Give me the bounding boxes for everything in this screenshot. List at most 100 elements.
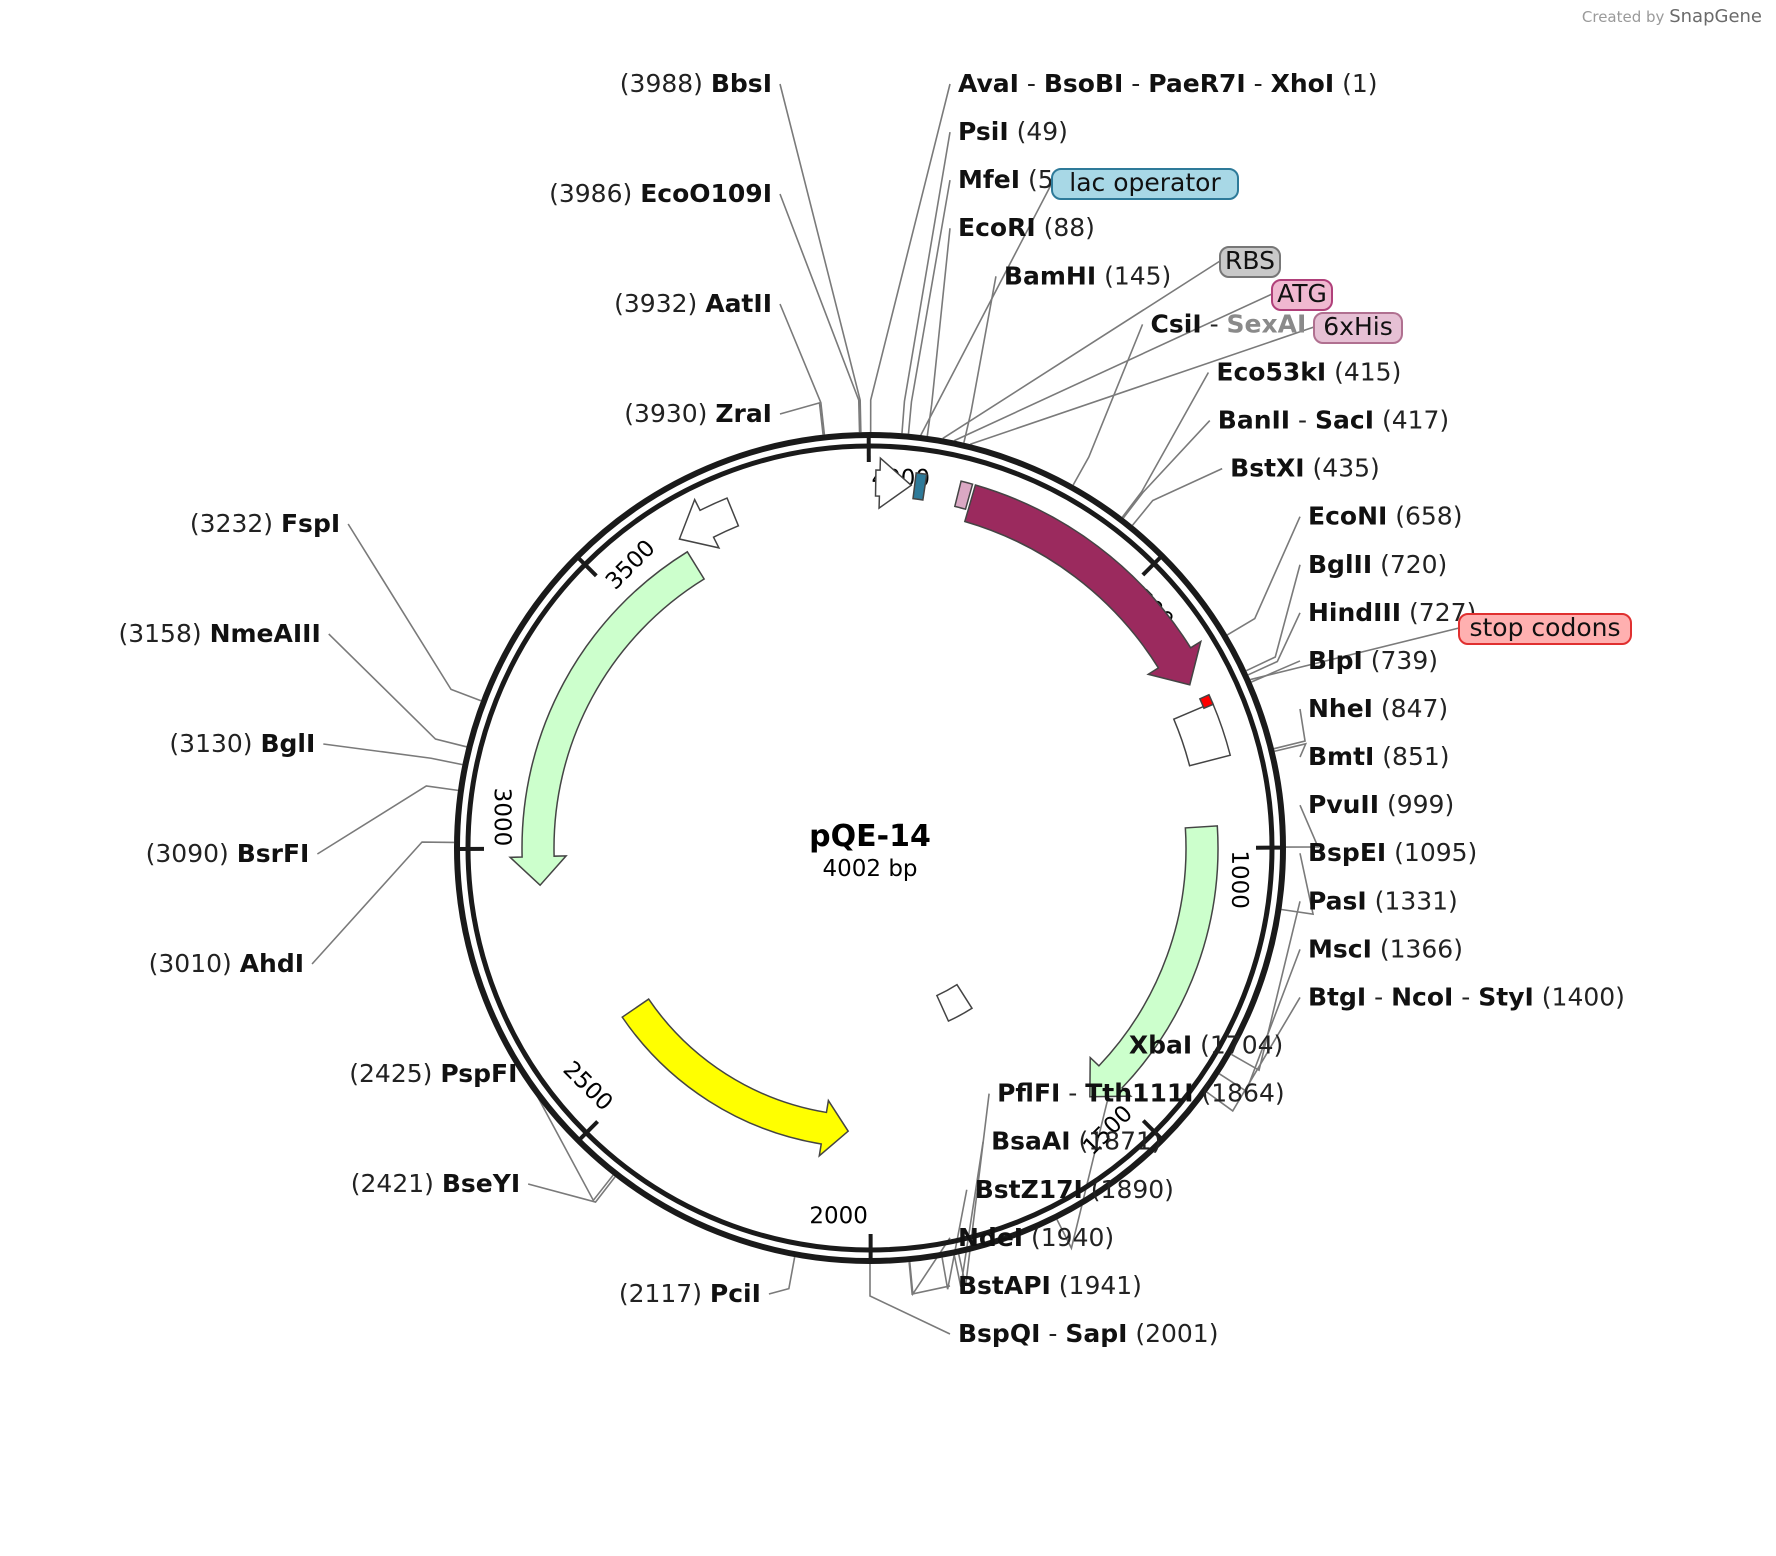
site-bstxi[interactable]: BstXI (435) (1230, 454, 1380, 483)
site-leader-eco53ki (1121, 372, 1210, 518)
site-banii-saci[interactable]: BanII - SacI (417) (1218, 406, 1449, 435)
feature-ampr-promoter[interactable] (678, 497, 740, 549)
enzyme-name: EcoRI (958, 213, 1036, 242)
site-position: (3986) (549, 179, 640, 208)
site-msci[interactable]: MscI (1366) (1308, 934, 1463, 963)
feature-6xhis[interactable] (953, 480, 974, 511)
site-leader-econi (1226, 516, 1301, 636)
site-bglii[interactable]: BglII (720) (1308, 550, 1447, 579)
site-ecoo109i[interactable]: (3986) EcoO109I (549, 179, 772, 208)
site-bmti[interactable]: BmtI (851) (1308, 742, 1450, 771)
site-position: (1864) (1194, 1079, 1285, 1108)
site-bsaai[interactable]: BsaAI (1871) (991, 1127, 1162, 1156)
badge-6xhis[interactable]: 6xHis (1313, 312, 1403, 344)
enzyme-name: BspQI (958, 1319, 1040, 1348)
feature-lac-operator[interactable] (912, 471, 928, 501)
enzyme-name: NheI (1308, 694, 1373, 723)
enzyme-name: BsoBI (1044, 69, 1123, 98)
scale-tick (576, 1120, 600, 1143)
badge-leader (953, 293, 1273, 442)
site-pspfi[interactable]: (2425) PspFI (349, 1059, 517, 1088)
site-leader-ecoo109i (779, 193, 861, 433)
site-position: (1095) (1386, 838, 1477, 867)
site-psii[interactable]: PsiI (49) (958, 117, 1068, 146)
site-bstz17i[interactable]: BstZ17I (1890) (975, 1175, 1174, 1204)
badge-atg[interactable]: ATG (1271, 279, 1333, 311)
site-pflfi-tth111i[interactable]: PflFI - Tth111I (1864) (997, 1079, 1285, 1108)
site-leader-zrai (779, 401, 824, 435)
enzyme-name: AvaI (958, 69, 1019, 98)
site-bgli[interactable]: (3130) BglI (169, 729, 315, 758)
site-ahdi[interactable]: (3010) AhdI (149, 949, 304, 978)
site-bsrfi[interactable]: (3090) BsrFI (146, 839, 310, 868)
enzyme-name: BglII (1308, 550, 1372, 579)
feature-dhfr[interactable] (963, 484, 1202, 686)
site-position: (88) (1036, 213, 1095, 242)
feature-stop-codons[interactable] (1198, 693, 1215, 710)
site-btgi-ncoi-styi[interactable]: BtgI - NcoI - StyI (1400) (1308, 982, 1625, 1011)
site-pvuii[interactable]: PvuII (999) (1308, 790, 1454, 819)
scale-tick (575, 554, 598, 578)
site-position: (851) (1374, 742, 1449, 771)
site-position: (720) (1372, 550, 1447, 579)
site-bseyi[interactable]: (2421) BseYI (351, 1169, 520, 1198)
site-leader-avai (869, 83, 951, 433)
site-bbsi[interactable]: (3988) BbsI (620, 69, 772, 98)
site-eco53ki[interactable]: Eco53kI (415) (1216, 357, 1401, 386)
site-position: (1366) (1372, 934, 1463, 963)
badge-stop-codons[interactable]: stop codons (1458, 613, 1632, 645)
enzyme-name: PsiI (958, 117, 1009, 146)
site-econi[interactable]: EcoNI (658) (1308, 502, 1462, 531)
badge-label: lac operator (1069, 168, 1221, 197)
badge-label: stop codons (1469, 613, 1620, 642)
site-leader-ahdi (311, 841, 455, 965)
site-ecori[interactable]: EcoRI (88) (958, 213, 1095, 242)
site-bstapi[interactable]: BstAPI (1941) (958, 1271, 1142, 1300)
feature-lambda-t0-terminator[interactable] (1172, 701, 1232, 767)
badge-lac-operator[interactable]: lac operator (1051, 168, 1239, 200)
badge-background (1458, 613, 1632, 645)
site-bspqi-sapi[interactable]: BspQI - SapI (2001) (958, 1319, 1218, 1348)
site-position: (1331) (1367, 886, 1458, 915)
badge-rbs[interactable]: RBS (1219, 246, 1281, 278)
site-pcii[interactable]: (2117) PciI (619, 1279, 761, 1308)
site-leader-pcii (768, 1256, 796, 1295)
site-position: (2001) (1127, 1319, 1218, 1348)
site-position: (3158) (118, 619, 209, 648)
enzyme-name: PvuII (1308, 790, 1379, 819)
badge-leader (942, 260, 1221, 440)
enzyme-name: BsrFI (237, 839, 310, 868)
site-blpi[interactable]: BlpI (739) (1308, 646, 1438, 675)
site-aatii[interactable]: (3932) AatII (614, 289, 772, 318)
feature-t5-promoter[interactable] (874, 456, 913, 510)
feature-rrnb-t1-terminator[interactable] (935, 983, 974, 1023)
site-position: (658) (1387, 502, 1462, 531)
site-nmeaiii[interactable]: (3158) NmeAIII (118, 619, 320, 648)
enzyme-name: BsaAI (991, 1127, 1070, 1156)
feature-cmr[interactable] (1089, 825, 1219, 1098)
site-pasi[interactable]: PasI (1331) (1308, 886, 1458, 915)
site-bamhi[interactable]: BamHI (145) (1004, 261, 1171, 290)
site-nhei[interactable]: NheI (847) (1308, 694, 1448, 723)
site-separator: - (1040, 1319, 1065, 1348)
site-ndei[interactable]: NdeI (1940) (958, 1223, 1114, 1252)
site-leader-btgi (1206, 997, 1301, 1113)
site-bspei[interactable]: BspEI (1095) (1308, 838, 1477, 867)
site-separator: - (1060, 1079, 1085, 1108)
site-zrai[interactable]: (3930) ZraI (624, 399, 772, 428)
enzyme-name: BglI (260, 729, 315, 758)
site-hindiii[interactable]: HindIII (727) (1308, 598, 1476, 627)
site-leader-bseyi (527, 1176, 616, 1203)
plasmid-size: 4002 bp (822, 856, 917, 882)
site-position: (417) (1374, 406, 1449, 435)
site-avai-bsobi-paer7i-xhoi[interactable]: AvaI - BsoBI - PaeR7I - XhoI (1) (958, 69, 1378, 98)
badge-leader (920, 182, 1053, 436)
badge-leader (1250, 627, 1460, 681)
feature-ampr[interactable] (508, 550, 706, 887)
site-leader-bsaai (953, 1141, 984, 1287)
enzyme-name: SapI (1065, 1319, 1127, 1348)
feature-ori[interactable] (621, 998, 850, 1158)
site-fspi[interactable]: (3232) FspI (190, 509, 340, 538)
site-xbai[interactable]: XbaI (1704) (1129, 1031, 1283, 1060)
